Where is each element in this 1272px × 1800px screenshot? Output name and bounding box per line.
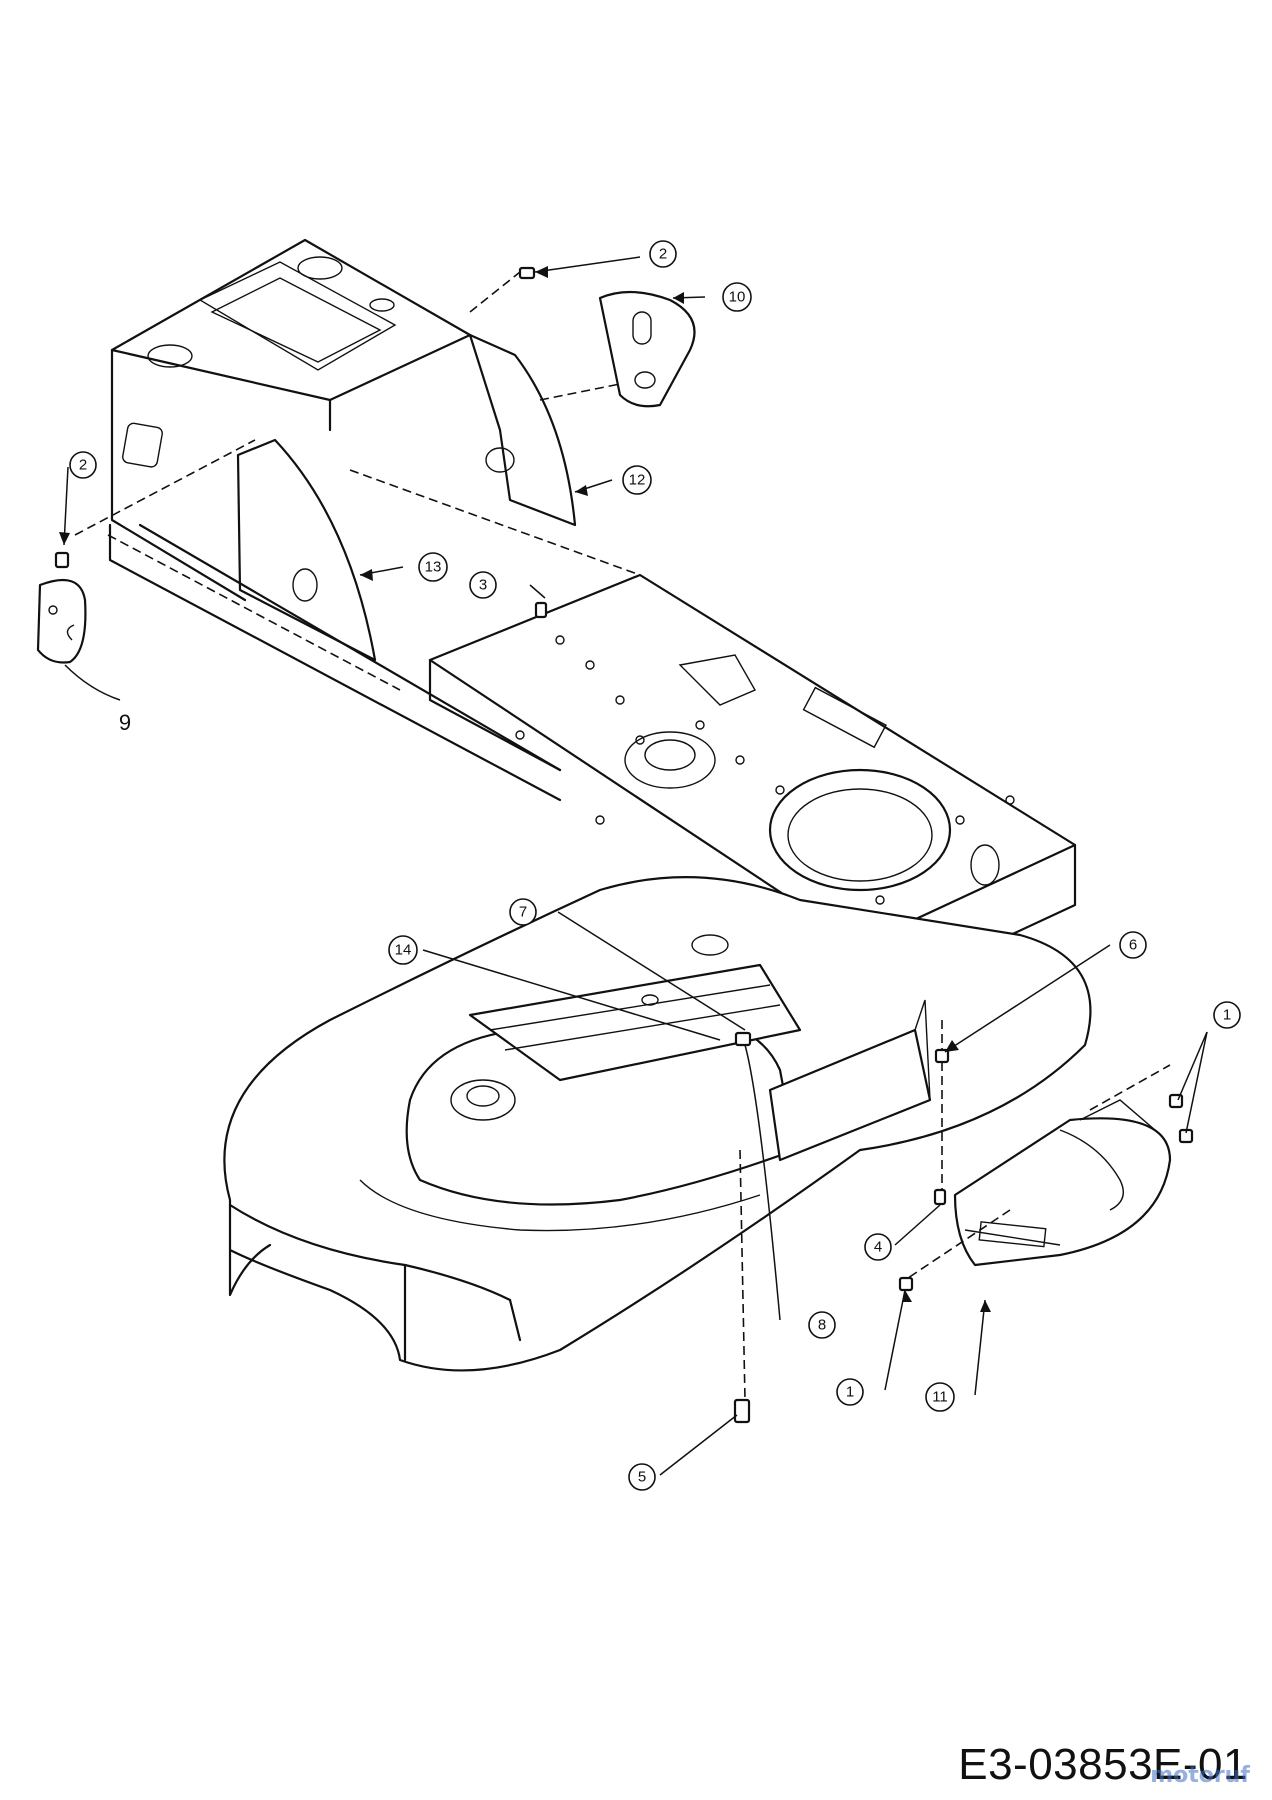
svg-text:8: 8 — [818, 1317, 826, 1334]
bolt-1-lower-icon — [898, 1276, 914, 1292]
watermark-logo: motoruf — [1150, 1763, 1250, 1788]
svg-text:10: 10 — [729, 289, 746, 306]
svg-text:7: 7 — [519, 904, 527, 921]
svg-text:5: 5 — [638, 1469, 646, 1486]
callout-11[interactable]: 11 — [925, 1382, 955, 1412]
svg-text:1: 1 — [846, 1384, 854, 1401]
callout-14[interactable]: 14 — [388, 935, 418, 965]
svg-text:14: 14 — [395, 942, 412, 959]
svg-text:1: 1 — [1223, 1007, 1231, 1024]
callout-2-top[interactable]: 2 — [649, 240, 677, 268]
callout-5[interactable]: 5 — [628, 1463, 656, 1491]
callout-1-lower[interactable]: 1 — [836, 1378, 864, 1406]
callout-7[interactable]: 7 — [509, 898, 537, 926]
plate-10 — [598, 290, 696, 408]
svg-text:6: 6 — [1129, 937, 1137, 954]
callout-12[interactable]: 12 — [622, 465, 652, 495]
nut-8-icon — [734, 1031, 752, 1047]
svg-text:11: 11 — [932, 1389, 948, 1406]
tractor-frame — [74, 238, 1077, 1007]
fasteners — [54, 266, 1194, 1424]
mower-deck — [223, 876, 1172, 1401]
callout-13[interactable]: 13 — [418, 552, 448, 582]
svg-text:13: 13 — [425, 559, 442, 576]
bolt-4-icon — [933, 1188, 947, 1206]
svg-text:2: 2 — [659, 246, 667, 263]
bolt-6-icon — [934, 1048, 950, 1064]
svg-text:3: 3 — [479, 577, 487, 594]
callout-3[interactable]: 3 — [469, 571, 497, 599]
bolt-2-left-icon — [54, 551, 70, 569]
svg-text:2: 2 — [79, 457, 87, 474]
plate-9 — [36, 578, 87, 664]
diagram-code: E3-03853E-01 — [958, 1740, 1248, 1789]
callout-2-left[interactable]: 2 — [69, 451, 97, 479]
svg-text:9: 9 — [119, 710, 131, 735]
svg-text:4: 4 — [874, 1239, 882, 1256]
callout-4[interactable]: 4 — [864, 1233, 892, 1261]
callout-leaders — [59, 256, 1208, 1476]
bolt-5-icon — [733, 1398, 751, 1424]
bolt-3-icon — [534, 601, 548, 619]
callout-9[interactable]: 9 — [119, 710, 131, 735]
bolt-1-upper-icon — [1168, 1093, 1194, 1144]
callout-6[interactable]: 6 — [1119, 931, 1147, 959]
callout-1-upper[interactable]: 1 — [1213, 1001, 1241, 1029]
callout-10[interactable]: 10 — [722, 282, 752, 312]
frame-holes — [515, 635, 1015, 905]
svg-text:12: 12 — [629, 472, 646, 489]
callout-8[interactable]: 8 — [808, 1311, 836, 1339]
bolt-2-top-icon — [518, 266, 536, 280]
